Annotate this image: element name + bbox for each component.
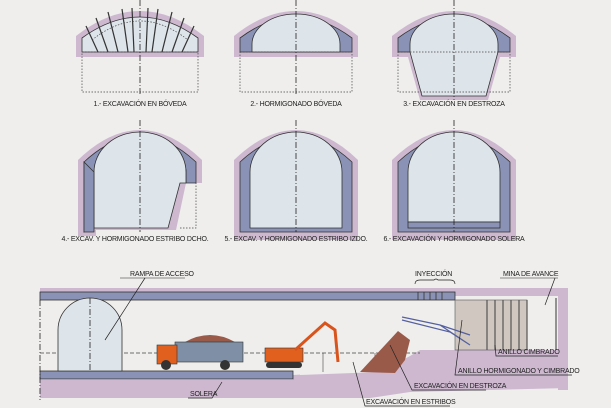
panel-solera: 6.- EXCAVACIÓN Y HORMIGONADO SOLERA bbox=[383, 120, 525, 243]
drill-jumbo-icon bbox=[401, 316, 471, 346]
step-3-label: 3.- EXCAVACIÓN EN DESTROZA bbox=[403, 99, 505, 108]
label-inyeccion: INYECCIÓN bbox=[415, 269, 452, 278]
panel-estribo-dcho: 4.- EXCAV. Y HORMIGONADO ESTRIBO DCHO. bbox=[62, 120, 209, 243]
label-excavacion-estribos: EXCAVACIÓN EN ESTRIBOS bbox=[366, 397, 456, 406]
label-mina-avance: MINA DE AVANCE bbox=[503, 271, 559, 278]
step-1-label: 1.- EXCAVACIÓN EN BÓVEDA bbox=[94, 99, 187, 108]
label-solera: SOLERA bbox=[190, 391, 218, 398]
label-excavacion-destroza: EXCAVACIÓN EN DESTROZA bbox=[414, 381, 507, 390]
injection-marks bbox=[417, 292, 443, 300]
longitudinal-section: RAMPA DE ACCESO INYECCIÓN MINA DE AVANCE… bbox=[39, 269, 580, 407]
panel-estribo-izdo: 5.- EXCAV. Y HORMIGONADO ESTRIBO IZDO. bbox=[224, 120, 368, 243]
bolt-icons bbox=[85, 7, 195, 53]
step-6-label: 6.- EXCAVACIÓN Y HORMIGONADO SOLERA bbox=[383, 234, 525, 243]
panel-hormigonado-boveda: 2.- HORMIGONADO BÓVEDA bbox=[234, 0, 358, 108]
step-2-label: 2.- HORMIGONADO BÓVEDA bbox=[250, 99, 342, 108]
ring-cimbrado bbox=[454, 299, 528, 351]
panel-excavacion-destroza: 3.- EXCAVACIÓN EN DESTROZA bbox=[392, 0, 516, 108]
dump-truck-icon bbox=[156, 335, 244, 370]
soil-pile bbox=[360, 331, 410, 373]
step-5-label: 5.- EXCAV. Y HORMIGONADO ESTRIBO IZDO. bbox=[224, 236, 367, 243]
excavator-icon bbox=[264, 321, 340, 368]
step-4-label: 4.- EXCAV. Y HORMIGONADO ESTRIBO DCHO. bbox=[62, 236, 209, 243]
label-anillo-cimbrado: ANILLO CIMBRADO bbox=[498, 349, 560, 356]
panel-excavacion-boveda: 1.- EXCAVACIÓN EN BÓVEDA bbox=[76, 0, 204, 108]
label-anillo-hormigonado: ANILLO HORMIGONADO Y CIMBRADO bbox=[458, 368, 580, 375]
label-rampa-acceso: RAMPA DE ACCESO bbox=[130, 271, 195, 278]
